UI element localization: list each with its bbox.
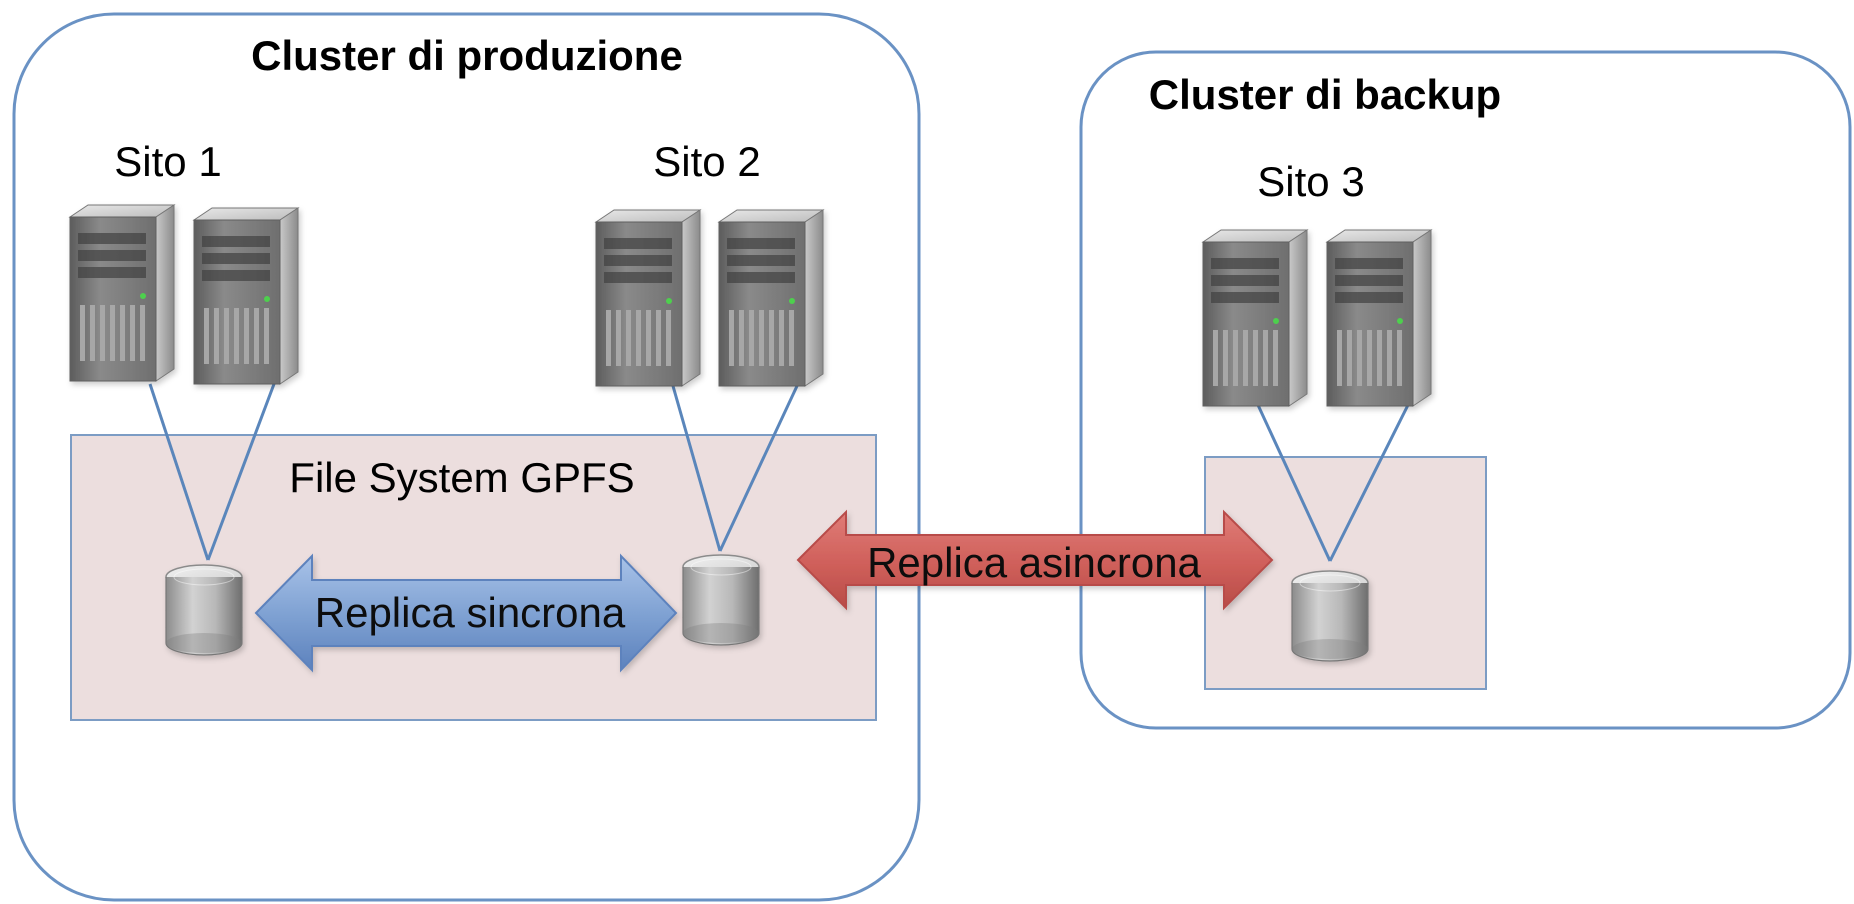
backup-cluster-title: Cluster di backup	[1149, 71, 1501, 118]
site-3-server-icon	[1326, 229, 1432, 407]
site-2-label: Sito 2	[653, 138, 760, 185]
async-replication-arrow-shape	[796, 509, 1274, 611]
backup-cluster: Cluster di backup Sito 3	[1079, 50, 1852, 730]
site-3-database-icon	[1291, 570, 1369, 662]
site-1-server-icon	[193, 207, 299, 385]
production-cluster-title: Cluster di produzione	[251, 32, 683, 79]
production-cluster: Cluster di produzione Sito 1 Sito 2 File…	[12, 12, 921, 902]
connector-site1-right	[206, 383, 276, 561]
connector-site2-right	[718, 385, 799, 552]
site-2-server-icon	[718, 209, 824, 387]
site-2-server-icon	[595, 209, 701, 387]
async-replication-arrow	[796, 509, 1274, 611]
connector-site1-left	[148, 383, 210, 561]
async-replication-label: Replica asincrona	[867, 539, 1201, 586]
sync-replication-arrow	[254, 553, 678, 673]
site-1-server-icon	[69, 204, 175, 382]
site-3-server-icon	[1202, 229, 1308, 407]
connector-site3-left	[1256, 404, 1332, 562]
sync-replication-arrow-shape	[254, 553, 678, 673]
file-system-label: File System GPFS	[289, 454, 634, 501]
sync-replication-label: Replica sincrona	[315, 589, 626, 636]
site-1-label: Sito 1	[114, 138, 221, 185]
site-1-database-icon	[165, 564, 243, 656]
site-2-database-icon	[682, 554, 760, 646]
connector-site2-left	[671, 385, 722, 552]
site-3-label: Sito 3	[1257, 158, 1364, 205]
connector-site3-right	[1328, 404, 1410, 562]
